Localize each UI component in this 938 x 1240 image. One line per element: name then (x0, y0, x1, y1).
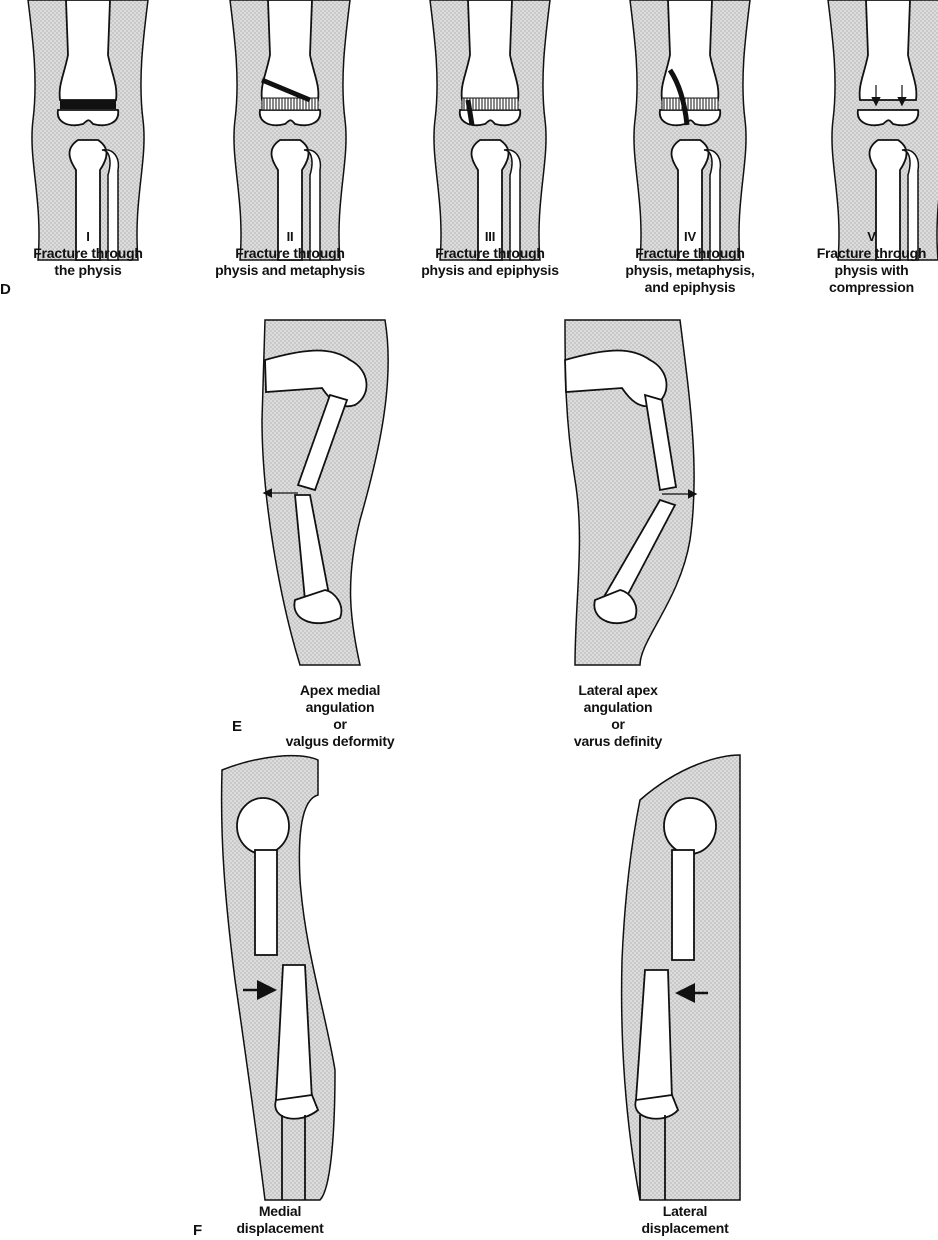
type-iii-caption: III Fracture through physis and epiphysi… (410, 228, 570, 279)
type-iv-line-3: and epiphysis (644, 279, 736, 295)
medial-displacement-caption: Medial displacement (210, 1203, 350, 1237)
physis-type-iv-diagram (629, 0, 751, 261)
medial-displacement-diagram (220, 754, 336, 1201)
valgus-line-2: angulation (305, 699, 375, 715)
physis-type-v-diagram (827, 0, 938, 261)
type-iv-line-1: Fracture through (635, 245, 745, 261)
valgus-caption: Apex medial angulation or valgus deformi… (260, 682, 420, 750)
lateral-line-1: Lateral (662, 1203, 708, 1219)
varus-line-1: Lateral apex (578, 682, 658, 698)
valgus-line-4: valgus deformity (285, 733, 395, 749)
varus-line-2: angulation (583, 699, 653, 715)
type-iv-line-2: physis, metaphysis, (625, 262, 755, 278)
type-i-line-2: the physis (54, 262, 122, 278)
type-ii-line-1: Fracture through (235, 245, 345, 261)
type-iv-numeral: IV (684, 229, 696, 244)
varus-angulation-diagram (564, 319, 698, 666)
valgus-line-1: Apex medial (299, 682, 381, 698)
varus-line-3: or (611, 716, 625, 732)
panel-f-letter: F (193, 1222, 203, 1239)
medial-line-1: Medial (258, 1203, 302, 1219)
type-v-caption: V Fracture through physis with compressi… (805, 228, 938, 296)
medial-line-2: displacement (236, 1220, 324, 1236)
type-i-numeral: I (86, 229, 90, 244)
type-v-numeral: V (867, 229, 876, 244)
varus-caption: Lateral apex angulation or varus definit… (538, 682, 698, 750)
physis-type-i-diagram (27, 0, 149, 261)
type-ii-numeral: II (286, 229, 294, 244)
lateral-displacement-caption: Lateral displacement (615, 1203, 755, 1237)
lateral-displacement-diagram (620, 754, 741, 1201)
type-iii-line-1: Fracture through (435, 245, 545, 261)
type-ii-caption: II Fracture through physis and metaphysi… (205, 228, 375, 279)
lateral-line-2: displacement (641, 1220, 729, 1236)
varus-line-4: varus definity (573, 733, 663, 749)
panel-e-letter: E (232, 718, 243, 735)
panel-d-letter: D (0, 281, 11, 298)
type-ii-line-2: physis and metaphysis (215, 262, 365, 278)
type-v-line-1: Fracture through (816, 245, 927, 261)
type-v-line-2: physis with (834, 262, 909, 278)
physis-type-iii-diagram (429, 0, 551, 261)
type-iii-line-2: physis and epiphysis (421, 262, 559, 278)
type-iii-numeral: III (484, 229, 496, 244)
valgus-angulation-diagram (261, 319, 389, 666)
type-i-caption: I Fracture through the physis (18, 228, 158, 279)
type-iv-caption: IV Fracture through physis, metaphysis, … (610, 228, 770, 296)
type-v-line-3: compression (829, 279, 914, 295)
valgus-line-3: or (333, 716, 347, 732)
physis-type-ii-diagram (229, 0, 351, 261)
type-i-line-1: Fracture through (33, 245, 143, 261)
